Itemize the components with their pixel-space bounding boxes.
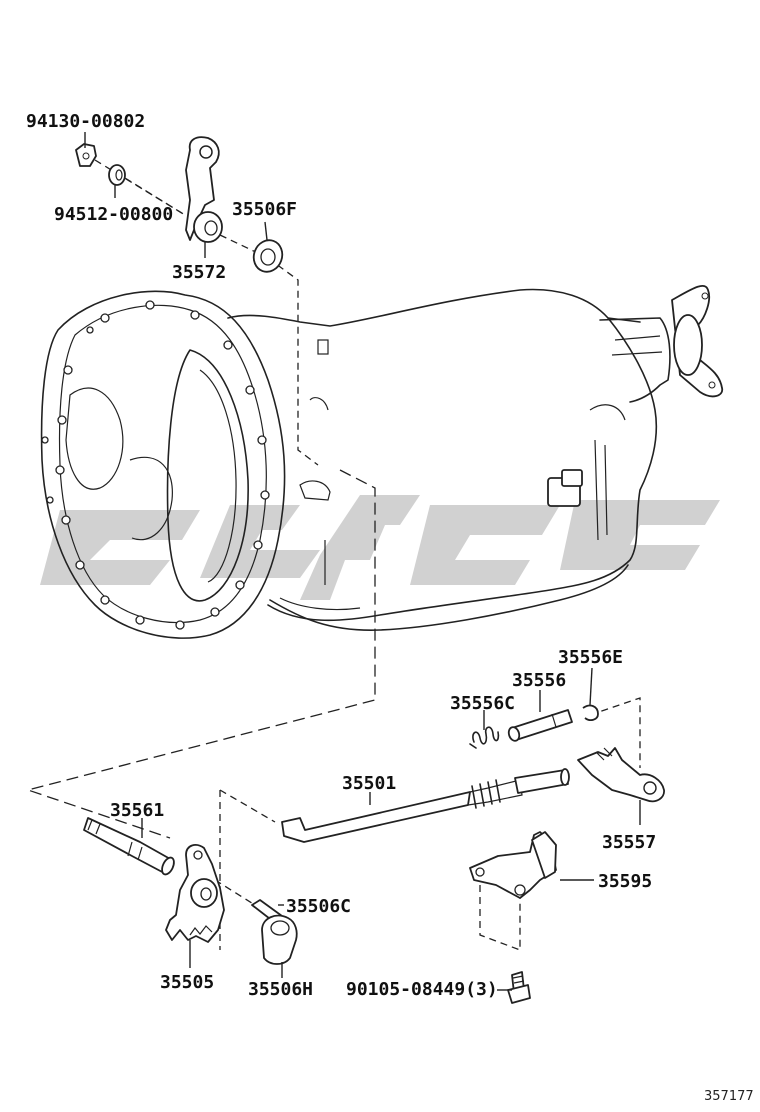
label-35506h: 35506H bbox=[248, 979, 313, 1000]
label-35501: 35501 bbox=[342, 773, 396, 794]
label-35556c: 35556C bbox=[450, 693, 515, 714]
label-90105-08449: 90105-08449(3) bbox=[346, 979, 498, 1000]
label-94512-00800: 94512-00800 bbox=[54, 204, 173, 225]
pin-35556-part[interactable] bbox=[507, 709, 573, 742]
label-35506c: 35506C bbox=[286, 896, 351, 917]
label-35557: 35557 bbox=[602, 832, 656, 853]
lever-35557-part[interactable] bbox=[577, 747, 665, 803]
part-labels: 94130-00802 94512-00800 35506F 35572 355… bbox=[26, 111, 754, 1104]
lower-seal-part[interactable] bbox=[261, 914, 298, 965]
shaft-35561-part[interactable] bbox=[83, 817, 176, 876]
detent-lever-part[interactable] bbox=[165, 844, 225, 943]
spring-35556c-part[interactable] bbox=[469, 726, 500, 749]
bolt-part[interactable] bbox=[507, 971, 531, 1004]
clip-35556e-part[interactable] bbox=[582, 704, 599, 721]
nut-part[interactable] bbox=[75, 143, 97, 167]
label-94130-00802: 94130-00802 bbox=[26, 111, 145, 132]
label-35556: 35556 bbox=[512, 670, 566, 691]
washer-part[interactable] bbox=[108, 164, 126, 186]
label-35572: 35572 bbox=[172, 262, 226, 283]
label-35505: 35505 bbox=[160, 972, 214, 993]
label-35506f: 35506F bbox=[232, 199, 297, 220]
upper-seal-part[interactable] bbox=[249, 236, 286, 276]
label-35561: 35561 bbox=[110, 800, 164, 821]
leader-lines bbox=[84, 132, 641, 991]
label-35556e: 35556E bbox=[558, 647, 623, 668]
label-35595: 35595 bbox=[598, 871, 652, 892]
transmission-housing bbox=[40, 285, 724, 639]
upper-lever-part[interactable] bbox=[185, 136, 223, 243]
watermark-logo bbox=[40, 495, 720, 600]
cable-rod-part[interactable] bbox=[281, 768, 570, 843]
bracket-35595-part[interactable] bbox=[469, 831, 557, 899]
diagram-reference-number: 357177 bbox=[704, 1089, 754, 1104]
